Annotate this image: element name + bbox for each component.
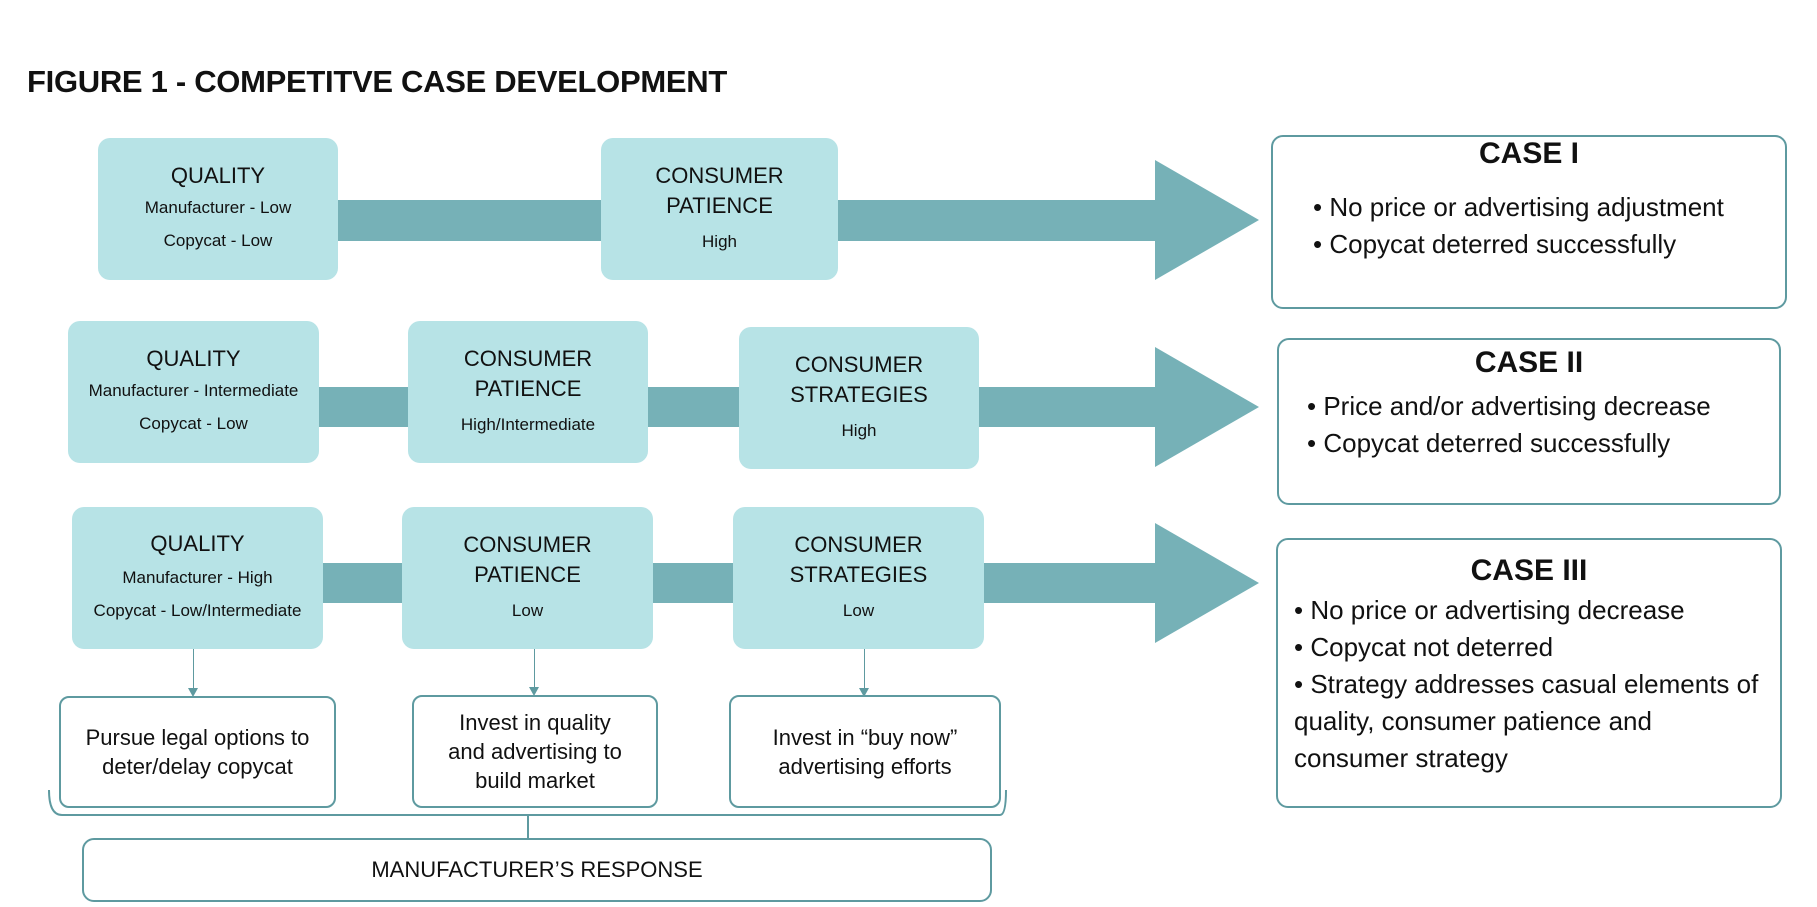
figure-title: FIGURE 1 - COMPETITVE CASE DEVELOPMENT	[27, 64, 727, 99]
node-detail: Copycat - Low	[139, 414, 248, 433]
row3-consumer-patience-node: CONSUMER PATIENCE Low	[402, 507, 653, 649]
case-3-box: CASE III • No price or advertising decre…	[1276, 538, 1782, 808]
case-2-box: CASE II • Price and/or advertising decre…	[1277, 338, 1781, 505]
manufacturers-response-label: MANUFACTURER’S RESPONSE	[371, 857, 703, 882]
response-text: Pursue legal options to deter/delay copy…	[85, 725, 310, 779]
connector-line	[864, 649, 865, 691]
connector-line	[193, 649, 194, 691]
row3-arrow-head	[1155, 523, 1259, 643]
case-bullet: • No price or advertising adjustment	[1313, 192, 1724, 222]
brace-path	[48, 789, 1007, 816]
node-heading: CONSUMER PATIENCE	[463, 345, 593, 401]
node-detail: Copycat - Low	[163, 231, 273, 250]
case-title: CASE II	[1474, 346, 1584, 379]
case-bullet: • Price and/or advertising decrease	[1307, 391, 1711, 421]
connector-line	[534, 649, 535, 690]
row1-consumer-patience-node: CONSUMER PATIENCE High	[601, 138, 838, 280]
node-heading: CONSUMER STRATEGIES	[789, 531, 928, 587]
row2-consumer-strategies-node: CONSUMER STRATEGIES High	[739, 327, 979, 469]
response-text: Invest in quality and advertising to bui…	[448, 710, 622, 793]
row2-quality-node: QUALITY Manufacturer - Intermediate Copy…	[68, 321, 319, 463]
manufacturers-response-box: MANUFACTURER’S RESPONSE	[82, 838, 992, 902]
node-detail: Copycat - Low/Intermediate	[93, 601, 302, 620]
node-detail: Manufacturer - High	[122, 568, 273, 587]
response-buy-now: Invest in “buy now” advertising efforts	[729, 695, 1001, 808]
row3-consumer-strategies-node: CONSUMER STRATEGIES Low	[733, 507, 984, 649]
arrow-tip-icon	[859, 688, 869, 697]
case-1-box: CASE I • No price or advertising adjustm…	[1271, 135, 1787, 309]
arrow-tip-icon	[529, 687, 539, 696]
case-title: CASE III	[1470, 554, 1588, 587]
node-detail: High	[841, 420, 877, 440]
case-bullet: • No price or advertising decrease	[1294, 595, 1685, 625]
node-detail: Manufacturer - Intermediate	[88, 381, 299, 400]
case-bullet: • Copycat not deterred	[1294, 632, 1554, 662]
node-detail: Manufacturer - Low	[144, 198, 292, 217]
node-detail: Low	[842, 600, 875, 620]
row3-quality-node: QUALITY Manufacturer - High Copycat - Lo…	[72, 507, 323, 649]
node-heading: QUALITY	[170, 163, 266, 188]
case-title: CASE I	[1478, 137, 1580, 170]
arrow-tip-icon	[188, 688, 198, 697]
node-heading: QUALITY	[146, 346, 241, 371]
node-heading: CONSUMER PATIENCE	[463, 531, 592, 587]
case-bullet: • Strategy addresses casual elements of …	[1294, 669, 1759, 773]
row2-consumer-patience-node: CONSUMER PATIENCE High/Intermediate	[408, 321, 648, 463]
node-heading: CONSUMER PATIENCE	[655, 162, 784, 218]
row1-quality-node: QUALITY Manufacturer - Low Copycat - Low	[98, 138, 338, 280]
row2-arrow-head	[1155, 347, 1259, 467]
node-detail: High/Intermediate	[460, 414, 596, 434]
node-detail: High	[702, 231, 737, 251]
node-heading: QUALITY	[150, 531, 245, 556]
case-bullet: • Copycat deterred successfully	[1307, 428, 1671, 458]
row1-arrow-head	[1155, 160, 1259, 280]
node-heading: CONSUMER STRATEGIES	[790, 351, 928, 407]
response-invest-quality: Invest in quality and advertising to bui…	[412, 695, 658, 808]
response-legal-options: Pursue legal options to deter/delay copy…	[59, 696, 336, 808]
node-detail: Low	[511, 600, 544, 620]
response-text: Invest in “buy now” advertising efforts	[772, 724, 958, 779]
case-bullet: • Copycat deterred successfully	[1313, 229, 1677, 259]
